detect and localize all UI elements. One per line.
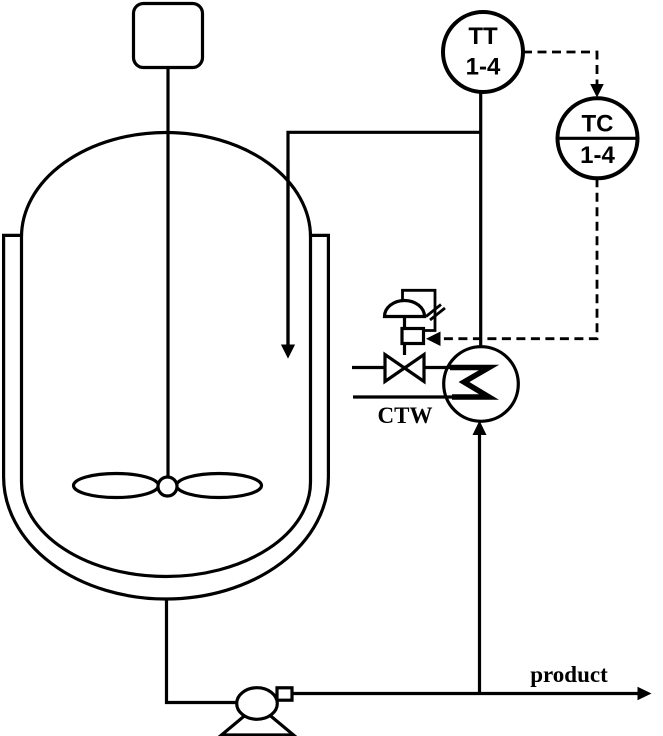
product-label: product (530, 662, 608, 687)
pump-discharge-nozzle (275, 686, 294, 702)
actuator-signal-line (401, 288, 437, 332)
product-arrowhead (637, 686, 652, 701)
tc-input-arrowhead (590, 84, 604, 98)
process-piping (164, 92, 652, 705)
tt-bubble (441, 10, 525, 94)
valve-signal-arrowhead (426, 331, 441, 346)
heat-exchanger-shell (442, 345, 520, 423)
instrument-signals (426, 50, 604, 346)
valve-body-left (383, 351, 408, 385)
ctw-label: CTW (378, 403, 433, 428)
pump-casing (235, 686, 279, 721)
valve-positioner-box (400, 326, 426, 346)
temperature-transmitter: TT 1-4 (441, 10, 525, 94)
pump (217, 686, 298, 736)
agitator-motor (131, 1, 205, 70)
tt-tag-line2: 1-4 (466, 54, 501, 81)
valve-body-right (401, 351, 426, 385)
return-arrowhead-tip (281, 344, 295, 359)
actuator-diaphragm-dome (382, 298, 427, 319)
temperature-controller: TC 1-4 (555, 96, 640, 181)
pneumatic-slash-marks (425, 303, 446, 322)
signal-tc-to-valve (442, 178, 599, 341)
agitator-blade-left (71, 471, 161, 500)
signal-tt-to-tc (523, 50, 599, 84)
agitator-blade-right (174, 471, 264, 500)
tt-tag-line1: TT (468, 23, 498, 50)
cooling-jacket (1, 233, 330, 601)
riser-arrowhead (472, 420, 487, 435)
agitator-hub (156, 475, 179, 498)
cooler (442, 345, 520, 423)
reactor (1, 1, 330, 601)
vessel-outlet-pipe (164, 599, 237, 705)
reactor-vessel (19, 130, 313, 579)
heat-exchanger-coil (450, 364, 500, 400)
control-valve-assembly (382, 288, 446, 385)
tc-tag-line2: 1-4 (580, 142, 615, 169)
tc-tag-line1: TC (582, 111, 614, 138)
